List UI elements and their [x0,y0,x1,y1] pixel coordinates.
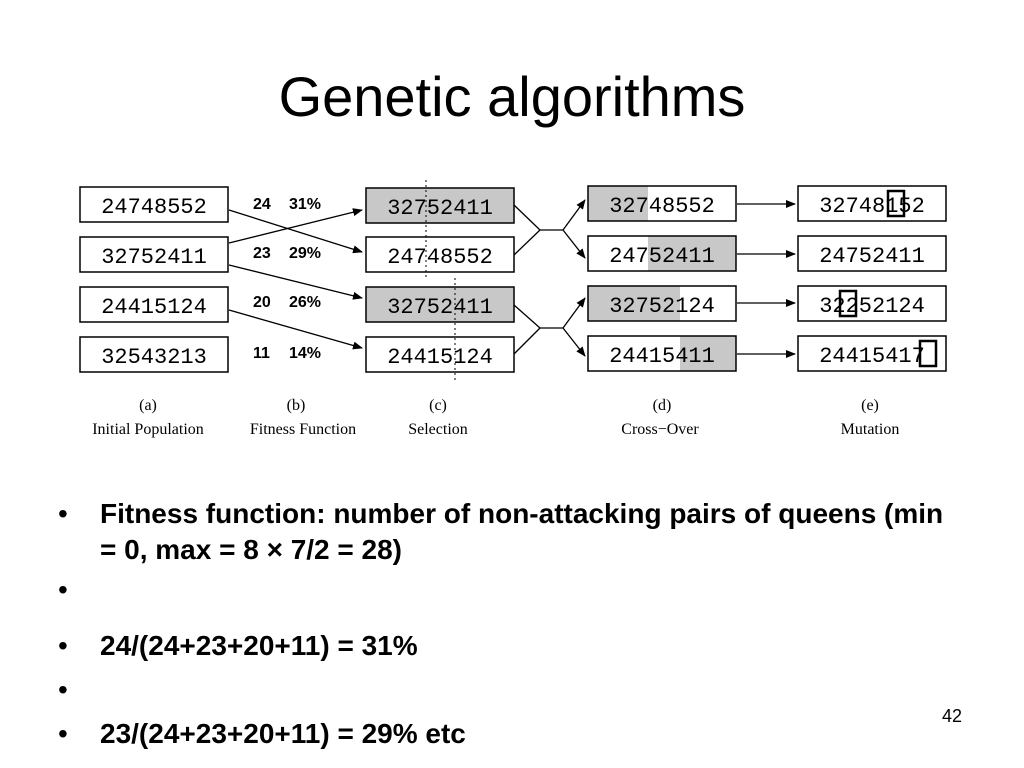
stage-letter: (b) [287,397,306,414]
stage-name: Fitness Function [250,421,356,438]
mutated-gene: 1 [885,194,898,219]
crossover-column: 32748552 24752411 32752124 24415411 [587,185,737,372]
population-string: 24748552 [101,195,207,220]
fitness-score: 24 [253,196,271,213]
population-box: 24748552 [79,186,229,223]
stage-letter: (d) [653,397,672,414]
slide-title: Genetic algorithms [278,65,746,128]
child-segment: 48552 [649,194,715,219]
mutation-string: 32748152 [819,194,925,219]
stage-letter: (e) [861,397,879,414]
population-string: 32543213 [101,345,207,370]
selection-string: 32752411 [387,196,493,221]
crossover-string: 24752411 [609,244,715,269]
child-segment: 52411 [649,244,715,269]
mutation-column: 32748152 24752411 32252124 24415417 [797,185,947,372]
fitness-score: 23 [253,245,271,262]
genetic-algorithm-diagram: 24748552 32752411 24415124 32543213 24 3… [79,180,947,438]
parent-segment: 247 [609,244,649,269]
mutation-string: 32252124 [819,294,925,319]
bullet-item [58,572,958,628]
selection-box: 24415124 [365,336,515,373]
selection-column: 32752411 24748552 32752411 24415124 [365,180,515,380]
population-box: 32543213 [79,336,229,373]
bullet-list: Fitness function: number of non-attackin… [58,496,958,756]
mutated-gene-marker [838,289,858,318]
crossover-box: 32752124 [587,285,737,322]
child-segment: 411 [675,344,715,369]
crossover-box: 24415411 [587,335,737,372]
crossover-string: 32748552 [609,194,715,219]
mutation-box: 32748152 [797,185,947,222]
crossover-box: 32748552 [587,185,737,222]
bullet-item: 23/(24+23+20+11) = 29% etc [58,716,958,756]
mutated-gene-marker [918,339,938,368]
mutation-string: 24752411 [819,244,925,269]
stage-name: Initial Population [92,421,204,438]
fitness-score: 20 [253,294,271,311]
crossover-string: 24415411 [609,344,715,369]
selection-string: 24415124 [387,345,493,370]
selection-box: 32752411 [365,187,515,224]
mutation-arrows [737,200,796,358]
fitness-percent: 31% [289,196,321,213]
parent-segment: 24415 [609,344,675,369]
stage-name: Cross−Over [621,421,699,438]
stage-name: Mutation [841,421,900,438]
selection-arrows [228,208,363,350]
bullet-item: Fitness function: number of non-attackin… [58,496,958,572]
stage-captions: (a) (b) (c) (d) (e) Initial Population F… [92,397,899,438]
parent-segment: 32752 [609,294,675,319]
population-string: 32752411 [101,245,207,270]
fitness-score: 11 [253,345,270,362]
mutation-box: 24752411 [797,235,947,272]
selection-string: 32752411 [387,295,493,320]
mutated-gene: 7 [912,344,925,369]
parent-segment: 327 [609,194,649,219]
fitness-percent: 29% [289,245,321,262]
selection-string: 24748552 [387,245,493,270]
fitness-percent: 14% [289,345,321,362]
stage-letter: (a) [139,397,157,414]
population-string: 24415124 [101,295,207,320]
bullet-item [58,672,958,716]
crossover-string: 32752124 [609,294,715,319]
mutation-box: 32252124 [797,285,947,322]
population-box: 24415124 [79,286,229,323]
initial-population-column: 24748552 32752411 24415124 32543213 [79,186,229,373]
stage-letter: (c) [429,397,447,414]
selection-box: 32752411 [365,286,515,323]
population-box: 32752411 [79,236,229,273]
crossover-box: 24752411 [587,235,737,272]
stage-name: Selection [408,421,468,438]
bullet-item: 24/(24+23+20+11) = 31% [58,628,958,672]
mutated-gene-marker [886,189,906,218]
page-number: 42 [941,706,962,726]
mutated-gene: 2 [846,294,859,319]
child-segment: 124 [675,294,715,319]
fitness-column: 24 31% 23 29% 20 26% 11 14% [253,196,321,362]
mutation-box: 24415417 [797,335,947,372]
mutation-string: 24415417 [819,344,925,369]
fitness-percent: 26% [289,294,321,311]
crossover-arrows [513,199,586,357]
selection-box: 24748552 [365,236,515,273]
